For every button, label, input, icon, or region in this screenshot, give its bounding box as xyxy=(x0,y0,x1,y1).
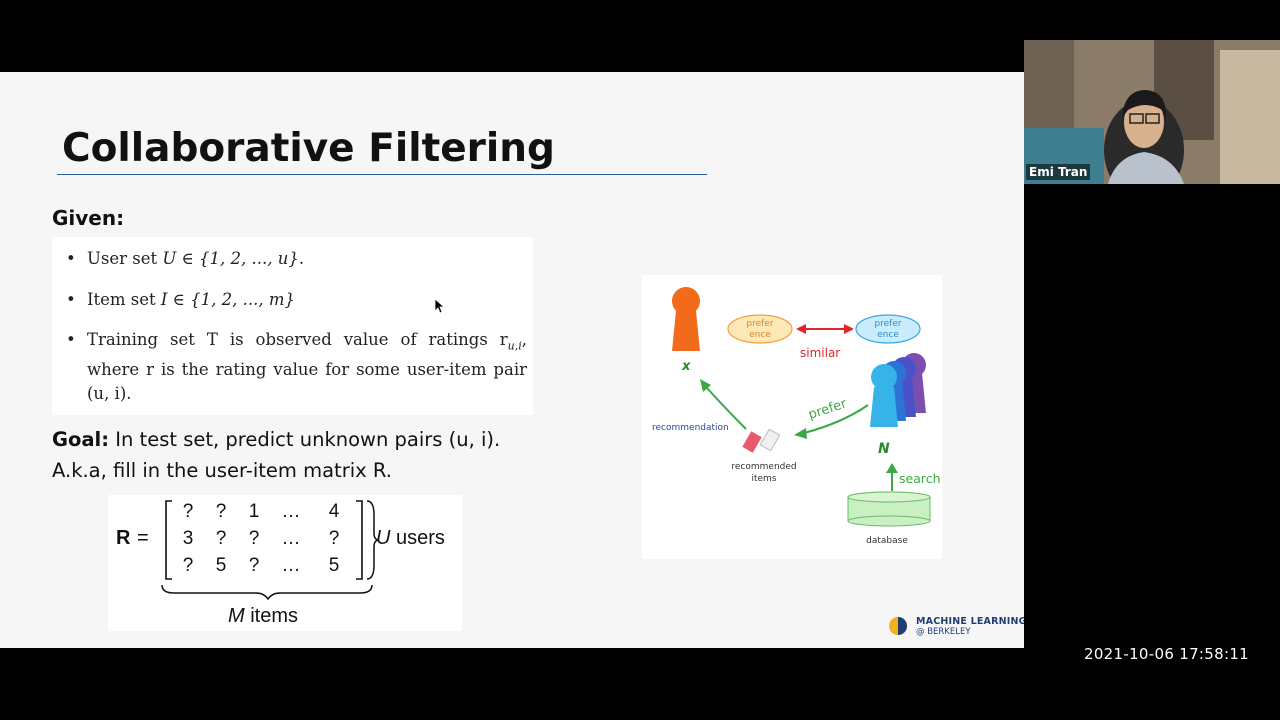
search-label: search xyxy=(899,471,941,486)
preference-cloud-right-icon xyxy=(855,314,921,344)
given-bullets: • User set U ∈ {1, 2, ..., u}. • Item se… xyxy=(52,237,533,415)
pref-left-line1: prefer xyxy=(746,319,773,329)
matrix-col-label: M items xyxy=(228,605,298,628)
matrix-cell: ? xyxy=(182,501,194,522)
matrix-equals: = xyxy=(137,527,149,549)
diagram-graphic: x prefer ence prefer ence similar xyxy=(652,287,941,546)
recommended-items-line2: items xyxy=(751,474,776,484)
matrix-cell: ? xyxy=(248,555,260,576)
shared-slide: Collaborative Filtering Given: • User se… xyxy=(0,72,1024,648)
pref-right-line2: ence xyxy=(877,330,899,340)
similar-arrow-icon xyxy=(796,324,854,334)
matrix-cell: ? xyxy=(215,528,227,549)
matrix-brackets xyxy=(161,500,380,601)
matrix-cell: 4 xyxy=(328,501,340,522)
matrix-name: R xyxy=(116,527,131,549)
prefer-arrow-icon xyxy=(794,404,869,439)
bullet-dot: • xyxy=(66,290,76,309)
bullet-math: U ∈ {1, 2, ..., u} xyxy=(162,249,299,268)
col-label-word: items xyxy=(244,605,299,627)
matrix-cell: ? xyxy=(248,528,260,549)
recommended-items-icon xyxy=(742,428,781,453)
bullet-subscript: u,i xyxy=(507,339,522,353)
bullet-text: User set xyxy=(87,249,163,268)
participant-video-tile[interactable]: Emi Tran xyxy=(1024,40,1280,184)
recording-timestamp: 2021-10-06 17:58:11 xyxy=(1084,645,1250,663)
goal-line-1: In test set, predict unknown pairs (u, i… xyxy=(109,428,501,451)
matrix-cell: 5 xyxy=(328,555,340,576)
goal-line-2: A.k.a, fill in the user-item matrix R. xyxy=(52,459,392,482)
recommendation-arrow-icon xyxy=(700,379,747,430)
matrix-cell: 5 xyxy=(215,555,227,576)
preference-cloud-left-icon xyxy=(727,314,793,344)
logo-line-2: @ BERKELEY xyxy=(916,627,971,637)
matrix-cell: ? xyxy=(328,528,340,549)
user-item-matrix: R = ?? 1 … 4 3?? …?? 5? … 5 U users M items xyxy=(108,495,462,631)
n-label: N xyxy=(878,441,890,457)
title-underline xyxy=(57,174,707,175)
slide-title: Collaborative Filtering xyxy=(62,126,555,171)
recommendation-label: recommendation xyxy=(652,423,729,433)
logo-line-1: MACHINE LEARNING xyxy=(916,616,1024,627)
bullet-math: I ∈ {1, 2, ..., m} xyxy=(160,290,295,309)
row-label-var: U xyxy=(376,527,391,549)
row-label-word: users xyxy=(390,527,445,549)
database-label: database xyxy=(866,536,908,546)
given-label: Given: xyxy=(52,206,125,230)
participant-name: Emi Tran xyxy=(1026,164,1091,180)
matrix-cell: ? xyxy=(182,555,194,576)
brain-logo-icon xyxy=(889,617,907,635)
matrix-cell: … xyxy=(281,528,301,549)
bullet-dot: • xyxy=(66,330,76,349)
bullet-text: Item set xyxy=(87,290,161,309)
matrix-cell: ? xyxy=(215,501,227,522)
matrix-row-label: U users xyxy=(376,527,445,550)
user-group-n-icon xyxy=(870,353,926,427)
user-x-icon xyxy=(672,287,700,351)
goal-label: Goal: xyxy=(52,428,110,451)
bullet-suffix: . xyxy=(298,249,305,268)
matrix-cell: 3 xyxy=(182,528,194,549)
col-label-var: M xyxy=(228,605,245,627)
recommendation-diagram: x prefer ence prefer ence similar xyxy=(642,275,942,559)
participant-video-frame xyxy=(1024,40,1280,184)
pref-right-line1: prefer xyxy=(874,319,901,329)
mouse-cursor-icon xyxy=(434,298,446,319)
pref-left-line2: ence xyxy=(749,330,771,340)
x-label: x xyxy=(681,359,691,374)
bullet-text: Training set T is observed value of rati… xyxy=(87,330,508,349)
ml-berkeley-logo: MACHINE LEARNING @ BERKELEY xyxy=(886,614,1024,638)
search-arrow-icon xyxy=(886,463,898,491)
similar-label: similar xyxy=(800,346,840,360)
bullet-text-rest: , where r is the rating value for some u… xyxy=(87,330,527,404)
recommended-items-line1: recommended xyxy=(731,462,796,472)
matrix-cell: … xyxy=(281,501,301,522)
database-icon xyxy=(847,491,931,527)
bullet-dot: • xyxy=(66,249,76,268)
matrix-cell: 1 xyxy=(248,501,260,522)
goal-text: Goal: In test set, predict unknown pairs… xyxy=(52,424,612,486)
matrix-cell: … xyxy=(281,555,301,576)
